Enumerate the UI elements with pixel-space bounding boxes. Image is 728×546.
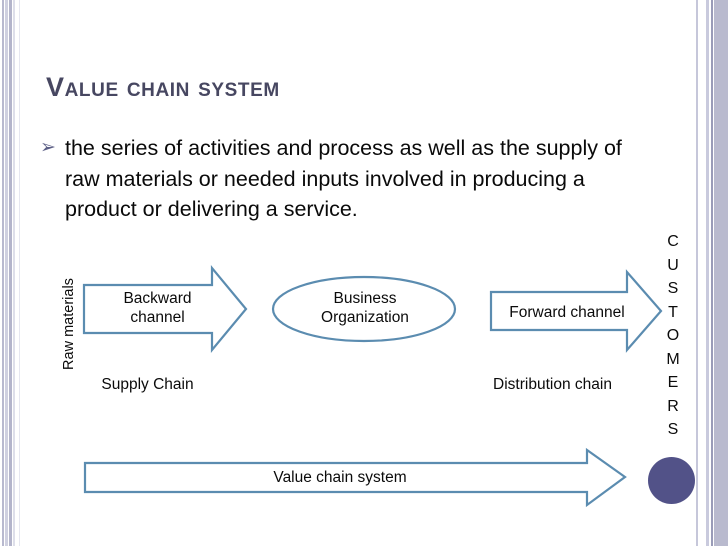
customers-letter: S (667, 280, 679, 297)
stripe (696, 0, 698, 546)
right-edge-stripes (694, 0, 728, 546)
stripe (9, 0, 12, 546)
distribution-chain-label: Distribution chain (493, 376, 612, 393)
value-chain-system-arrow-shape (83, 447, 627, 508)
business-organization-ellipse-shape (271, 275, 457, 343)
customers-letter: E (667, 374, 679, 391)
slide-title: Value chain system (46, 72, 280, 102)
stripe (5, 0, 8, 546)
customers-letter: R (667, 397, 679, 415)
stripe (13, 0, 15, 546)
bullet-text: the series of activities and process as … (65, 136, 622, 221)
customers-letter: S (667, 421, 679, 438)
stripe (701, 0, 704, 546)
forward-channel-arrow-shape (489, 269, 663, 353)
raw-materials-label: Raw materials (61, 278, 77, 370)
left-edge-stripes (0, 0, 22, 546)
stripe (714, 0, 728, 546)
stripe (706, 0, 709, 546)
backward-channel-arrow-shape (82, 264, 248, 354)
forward-channel-label: Forward channel (509, 304, 625, 321)
business-organization-label: Business Organization (321, 290, 409, 326)
customers-letter: C (667, 233, 679, 250)
customers-letter: M (666, 350, 680, 368)
value-chain-system-label: Value chain system (273, 469, 407, 486)
customers-letter: T (668, 303, 678, 321)
customers-letter: O (666, 327, 680, 344)
backward-channel-label: Backward channel (123, 290, 192, 326)
bullet-item: ➢ the series of activities and process a… (40, 133, 650, 225)
bullet-arrow-icon: ➢ (40, 137, 56, 158)
customers-letter: U (667, 256, 679, 274)
accent-circle (648, 457, 695, 504)
supply-chain-label: Supply Chain (101, 376, 194, 393)
stripe (711, 0, 713, 546)
stripe (19, 0, 20, 546)
stripe (2, 0, 4, 546)
